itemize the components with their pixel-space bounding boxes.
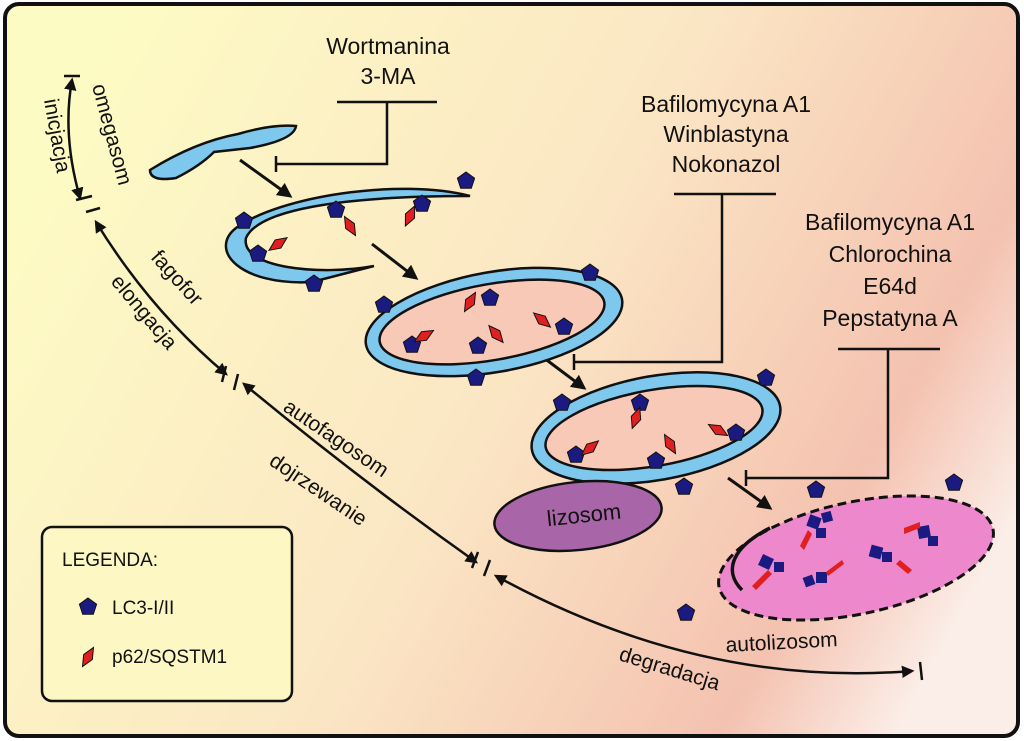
inhibitor-group-1: Wortmanina 3-MA xyxy=(326,33,450,89)
autolysosome xyxy=(717,494,995,622)
flow-arrows xyxy=(239,158,773,510)
inhibitor-pepstatyna: Pepstatyna A xyxy=(822,305,958,331)
inhibitor-nokonazol: Nokonazol xyxy=(672,151,781,177)
degraded-p62 xyxy=(752,522,920,590)
inhibitor-wortmanina: Wortmanina xyxy=(326,33,450,59)
inhibition-bars xyxy=(274,100,940,486)
inhibitor-bafilomycyna-2: Bafilomycyna A1 xyxy=(805,209,975,235)
phagophore xyxy=(224,187,471,284)
legend-lc3-label: LC3-I/II xyxy=(112,598,174,619)
legend: LEGENDA: LC3-I/II p62/SQSTM1 xyxy=(40,525,294,703)
inhibitor-group-3: Bafilomycyna A1 Chlorochina E64d Pepstat… xyxy=(805,209,975,331)
degraded-lc3 xyxy=(758,510,938,588)
timeline xyxy=(64,74,924,681)
inhibitor-bafilomycyna-1: Bafilomycyna A1 xyxy=(641,91,811,117)
inhibitor-chlorochina: Chlorochina xyxy=(829,241,952,267)
inhibitor-3ma: 3-MA xyxy=(361,63,417,89)
inhibitor-winblastyna: Winblastyna xyxy=(663,121,788,147)
autophagosome-2 xyxy=(530,371,782,485)
legend-title: LEGENDA: xyxy=(62,550,158,571)
lysosome: lizosom xyxy=(493,479,663,553)
autophagosome-1 xyxy=(364,266,624,378)
legend-p62-label: p62/SQSTM1 xyxy=(112,647,227,668)
omegasome xyxy=(148,124,298,181)
inhibitor-e64d: E64d xyxy=(863,273,917,299)
legend-box xyxy=(40,525,294,703)
inhibitor-group-2: Bafilomycyna A1 Winblastyna Nokonazol xyxy=(641,91,811,177)
